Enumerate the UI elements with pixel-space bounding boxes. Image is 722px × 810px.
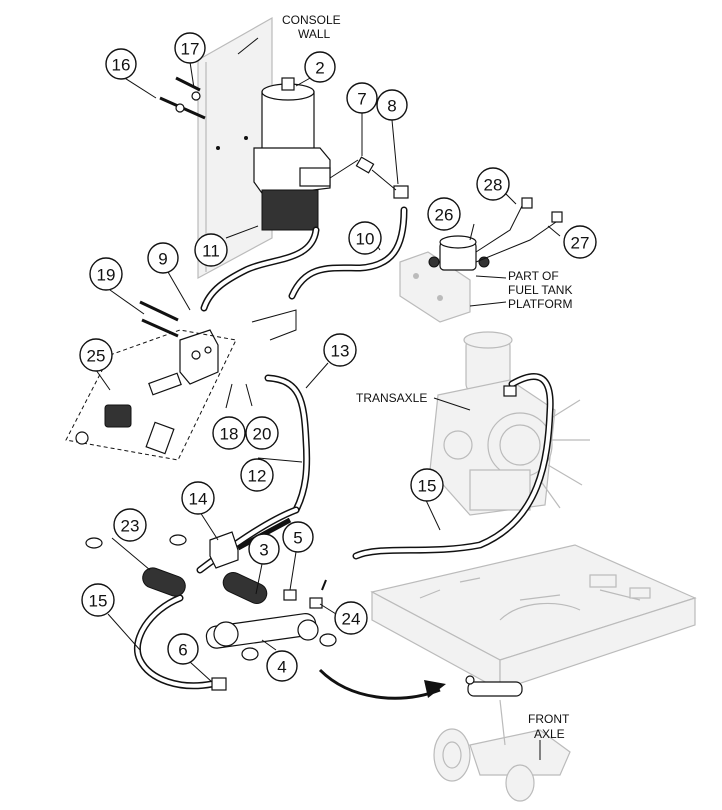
svg-text:16: 16 xyxy=(112,56,131,75)
callout-6: 6 xyxy=(167,633,199,665)
callout-7: 7 xyxy=(346,82,378,114)
callout-15-lower: 15 xyxy=(81,583,115,617)
svg-text:2: 2 xyxy=(315,59,324,78)
svg-text:7: 7 xyxy=(357,90,366,109)
callout-28: 28 xyxy=(476,167,510,201)
svg-text:6: 6 xyxy=(178,641,187,660)
fitting-8 xyxy=(393,185,409,199)
svg-text:8: 8 xyxy=(387,97,396,116)
fitting-5 xyxy=(283,589,297,601)
svg-text:24: 24 xyxy=(342,610,361,629)
svg-text:11: 11 xyxy=(202,242,220,261)
kit-25-parts xyxy=(75,372,182,455)
front-axle-cylinder xyxy=(465,675,523,697)
tube-23 xyxy=(85,534,187,597)
kit-25-outline xyxy=(65,329,237,461)
callout-26: 26 xyxy=(427,197,461,231)
callout-5: 5 xyxy=(282,521,314,553)
front-axle-assembly xyxy=(433,699,571,802)
svg-text:19: 19 xyxy=(97,266,116,285)
svg-text:23: 23 xyxy=(121,517,140,536)
front-axle-label-line2: AXLE xyxy=(534,727,565,741)
svg-text:25: 25 xyxy=(87,347,106,366)
console-wall-panel xyxy=(197,16,273,280)
console-wall-label-line1: CONSOLE xyxy=(282,13,341,27)
fuel-tank-label-line1: PART OF xyxy=(508,269,559,283)
callout-11: 11 xyxy=(194,233,228,267)
svg-text:9: 9 xyxy=(158,250,167,269)
svg-text:14: 14 xyxy=(189,490,208,509)
callout-12: 12 xyxy=(240,458,274,492)
svg-text:3: 3 xyxy=(259,541,268,560)
solenoid-26 xyxy=(428,197,563,271)
callout-25: 25 xyxy=(79,338,113,372)
fitting-6 xyxy=(211,677,227,691)
svg-text:27: 27 xyxy=(571,234,590,253)
pump-motor-assembly xyxy=(216,77,331,231)
callout-19: 19 xyxy=(89,257,123,291)
direction-arrow xyxy=(318,668,446,700)
fuel-tank-label-line2: FUEL TANK xyxy=(508,283,572,297)
callout-23: 23 xyxy=(113,508,147,542)
callout-10: 10 xyxy=(348,221,382,255)
svg-text:12: 12 xyxy=(248,467,267,486)
svg-text:10: 10 xyxy=(356,230,375,249)
callout-13: 13 xyxy=(323,333,357,367)
svg-text:18: 18 xyxy=(220,425,239,444)
callout-27: 27 xyxy=(563,225,597,259)
svg-text:15: 15 xyxy=(89,592,108,611)
callout-4: 4 xyxy=(266,650,298,682)
svg-text:20: 20 xyxy=(253,425,272,444)
callout-8: 8 xyxy=(376,89,408,121)
tube-3 xyxy=(222,572,268,604)
callout-9: 9 xyxy=(147,242,179,274)
callout-14: 14 xyxy=(181,481,215,515)
svg-text:5: 5 xyxy=(293,529,302,548)
callout-16: 16 xyxy=(105,48,137,80)
svg-text:17: 17 xyxy=(181,40,200,59)
callout-15-upper: 15 xyxy=(410,468,444,502)
callout-20: 20 xyxy=(245,416,279,450)
callout-2: 2 xyxy=(304,51,336,83)
mounting-bolt xyxy=(159,76,206,120)
svg-text:15: 15 xyxy=(418,477,437,496)
transaxle-label: TRANSAXLE xyxy=(356,391,427,405)
fuel-tank-label-line3: PLATFORM xyxy=(508,297,572,311)
svg-text:28: 28 xyxy=(484,176,503,195)
valve-block xyxy=(179,309,297,385)
callout-17: 17 xyxy=(174,32,206,64)
transaxle-fitting xyxy=(503,385,517,397)
svg-text:4: 4 xyxy=(277,658,286,677)
valve-screws xyxy=(139,300,179,338)
svg-text:26: 26 xyxy=(435,206,454,225)
steering-cylinder xyxy=(205,612,337,661)
fitting-7 xyxy=(355,156,375,174)
console-wall-label-line2: WALL xyxy=(298,27,331,41)
svg-text:13: 13 xyxy=(331,342,350,361)
callout-24: 24 xyxy=(334,601,368,635)
transaxle-assembly xyxy=(429,331,590,516)
callout-3: 3 xyxy=(248,533,280,565)
callout-18: 18 xyxy=(212,416,246,450)
fitting-24 xyxy=(309,579,327,609)
front-axle-label-line1: FRONT xyxy=(528,712,570,726)
chassis-frame xyxy=(370,544,697,692)
